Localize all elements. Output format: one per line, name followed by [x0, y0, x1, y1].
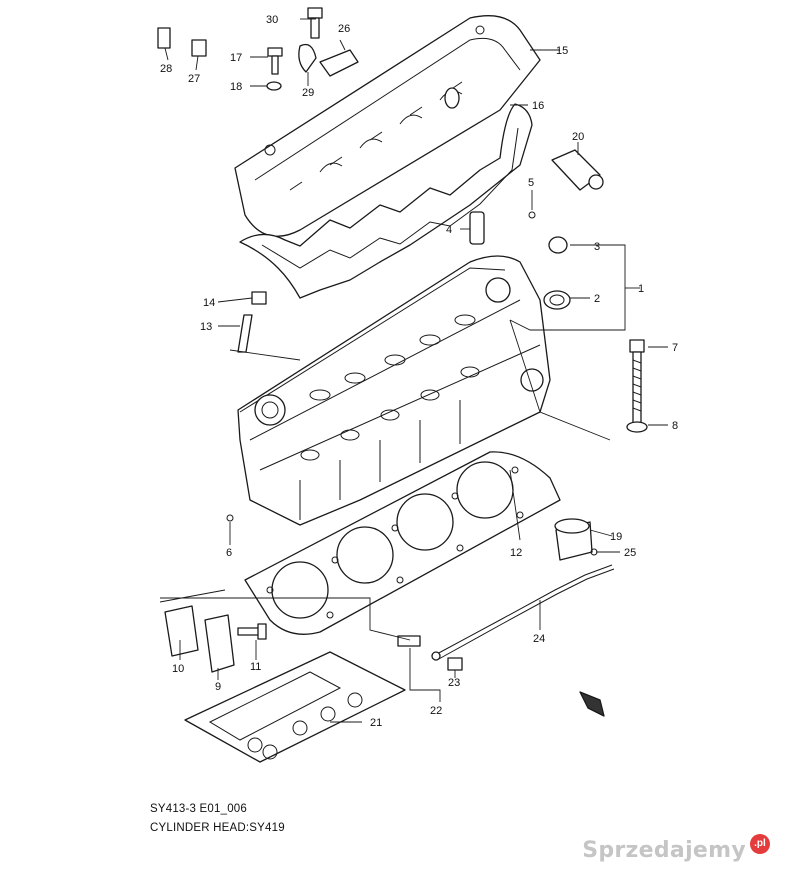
- glow-plug-part-22: [397, 635, 421, 647]
- callout-19: 19: [610, 531, 622, 543]
- callout-4: 4: [446, 224, 452, 236]
- callout-29: 29: [302, 87, 314, 99]
- callout-23: 23: [448, 677, 460, 689]
- pipe-part-19: [554, 518, 593, 561]
- valve-cover-gasket-part-16: [239, 103, 533, 299]
- callout-24: 24: [533, 633, 545, 645]
- callout-14: 14: [203, 297, 215, 309]
- plug-part-3: [548, 236, 568, 254]
- dowel-part-5: [528, 211, 536, 219]
- bolt-part-17: [267, 47, 283, 75]
- callout-5: 5: [528, 177, 534, 189]
- diagram-title-caption: CYLINDER HEAD:SY419: [150, 822, 285, 834]
- callout-11: 11: [250, 661, 261, 673]
- gasket-part-9: [204, 614, 235, 673]
- callout-6: 6: [226, 547, 232, 559]
- leader-lines: [159, 18, 668, 723]
- bolt-part-30: [307, 7, 323, 39]
- callout-27: 27: [188, 73, 200, 85]
- watermark: Sprzedajemy .pl: [582, 833, 770, 863]
- cover-part-10: [164, 605, 199, 657]
- oil-seal-part-2: [543, 290, 571, 310]
- valve-cover-part-15: [234, 15, 541, 237]
- sensor-part-28: [157, 27, 171, 49]
- callout-18: 18: [230, 81, 242, 93]
- watermark-logo-icon: .pl: [750, 833, 770, 854]
- nut-part-23: [447, 657, 463, 671]
- head-gasket-part-12: [244, 451, 561, 635]
- washer-part-18: [266, 81, 282, 91]
- callout-1: 1: [638, 283, 644, 295]
- callout-28: 28: [160, 63, 172, 75]
- nut-part-14: [251, 291, 267, 305]
- stud-part-13: [237, 314, 253, 353]
- callout-16: 16: [532, 100, 544, 112]
- head-bolt-part-7: [629, 339, 645, 425]
- bolt-part-11: [237, 623, 267, 640]
- dowel-part-6: [226, 514, 234, 522]
- callout-8: 8: [672, 420, 678, 432]
- valve-guide-part-4: [469, 211, 485, 245]
- callout-10: 10: [172, 663, 184, 675]
- glow-plug-wire-part-24: [431, 564, 615, 661]
- callout-7: 7: [672, 342, 678, 354]
- connector-part-27: [191, 39, 207, 57]
- callout-12: 12: [510, 547, 522, 559]
- callout-13: 13: [200, 321, 212, 333]
- clamp-part-29: [298, 43, 317, 73]
- bracket-part-26: [319, 49, 359, 77]
- watermark-text: Sprzedajemy: [582, 838, 746, 863]
- callout-22: 22: [430, 705, 442, 717]
- callout-30: 30: [266, 14, 278, 26]
- washer-part-8: [626, 421, 648, 433]
- plug-part-20: [551, 149, 604, 191]
- callout-9: 9: [215, 681, 221, 693]
- callout-26: 26: [338, 23, 350, 35]
- callout-21: 21: [370, 717, 382, 729]
- callout-2: 2: [594, 293, 600, 305]
- callout-25: 25: [624, 547, 636, 559]
- callout-3: 3: [594, 241, 600, 253]
- front-arrow-icon: [579, 691, 605, 717]
- callout-20: 20: [572, 131, 584, 143]
- diagram-code-caption: SY413-3 E01_006: [150, 803, 247, 815]
- callout-17: 17: [230, 52, 242, 64]
- callout-15: 15: [556, 45, 568, 57]
- gasket-set-part-21: [184, 651, 406, 763]
- cylinder-head-part-1: [237, 255, 551, 526]
- callout-numbers: 1 2 3 4 5 6 7 8 9 10 11 12 13 14 15 16 1…: [160, 14, 678, 729]
